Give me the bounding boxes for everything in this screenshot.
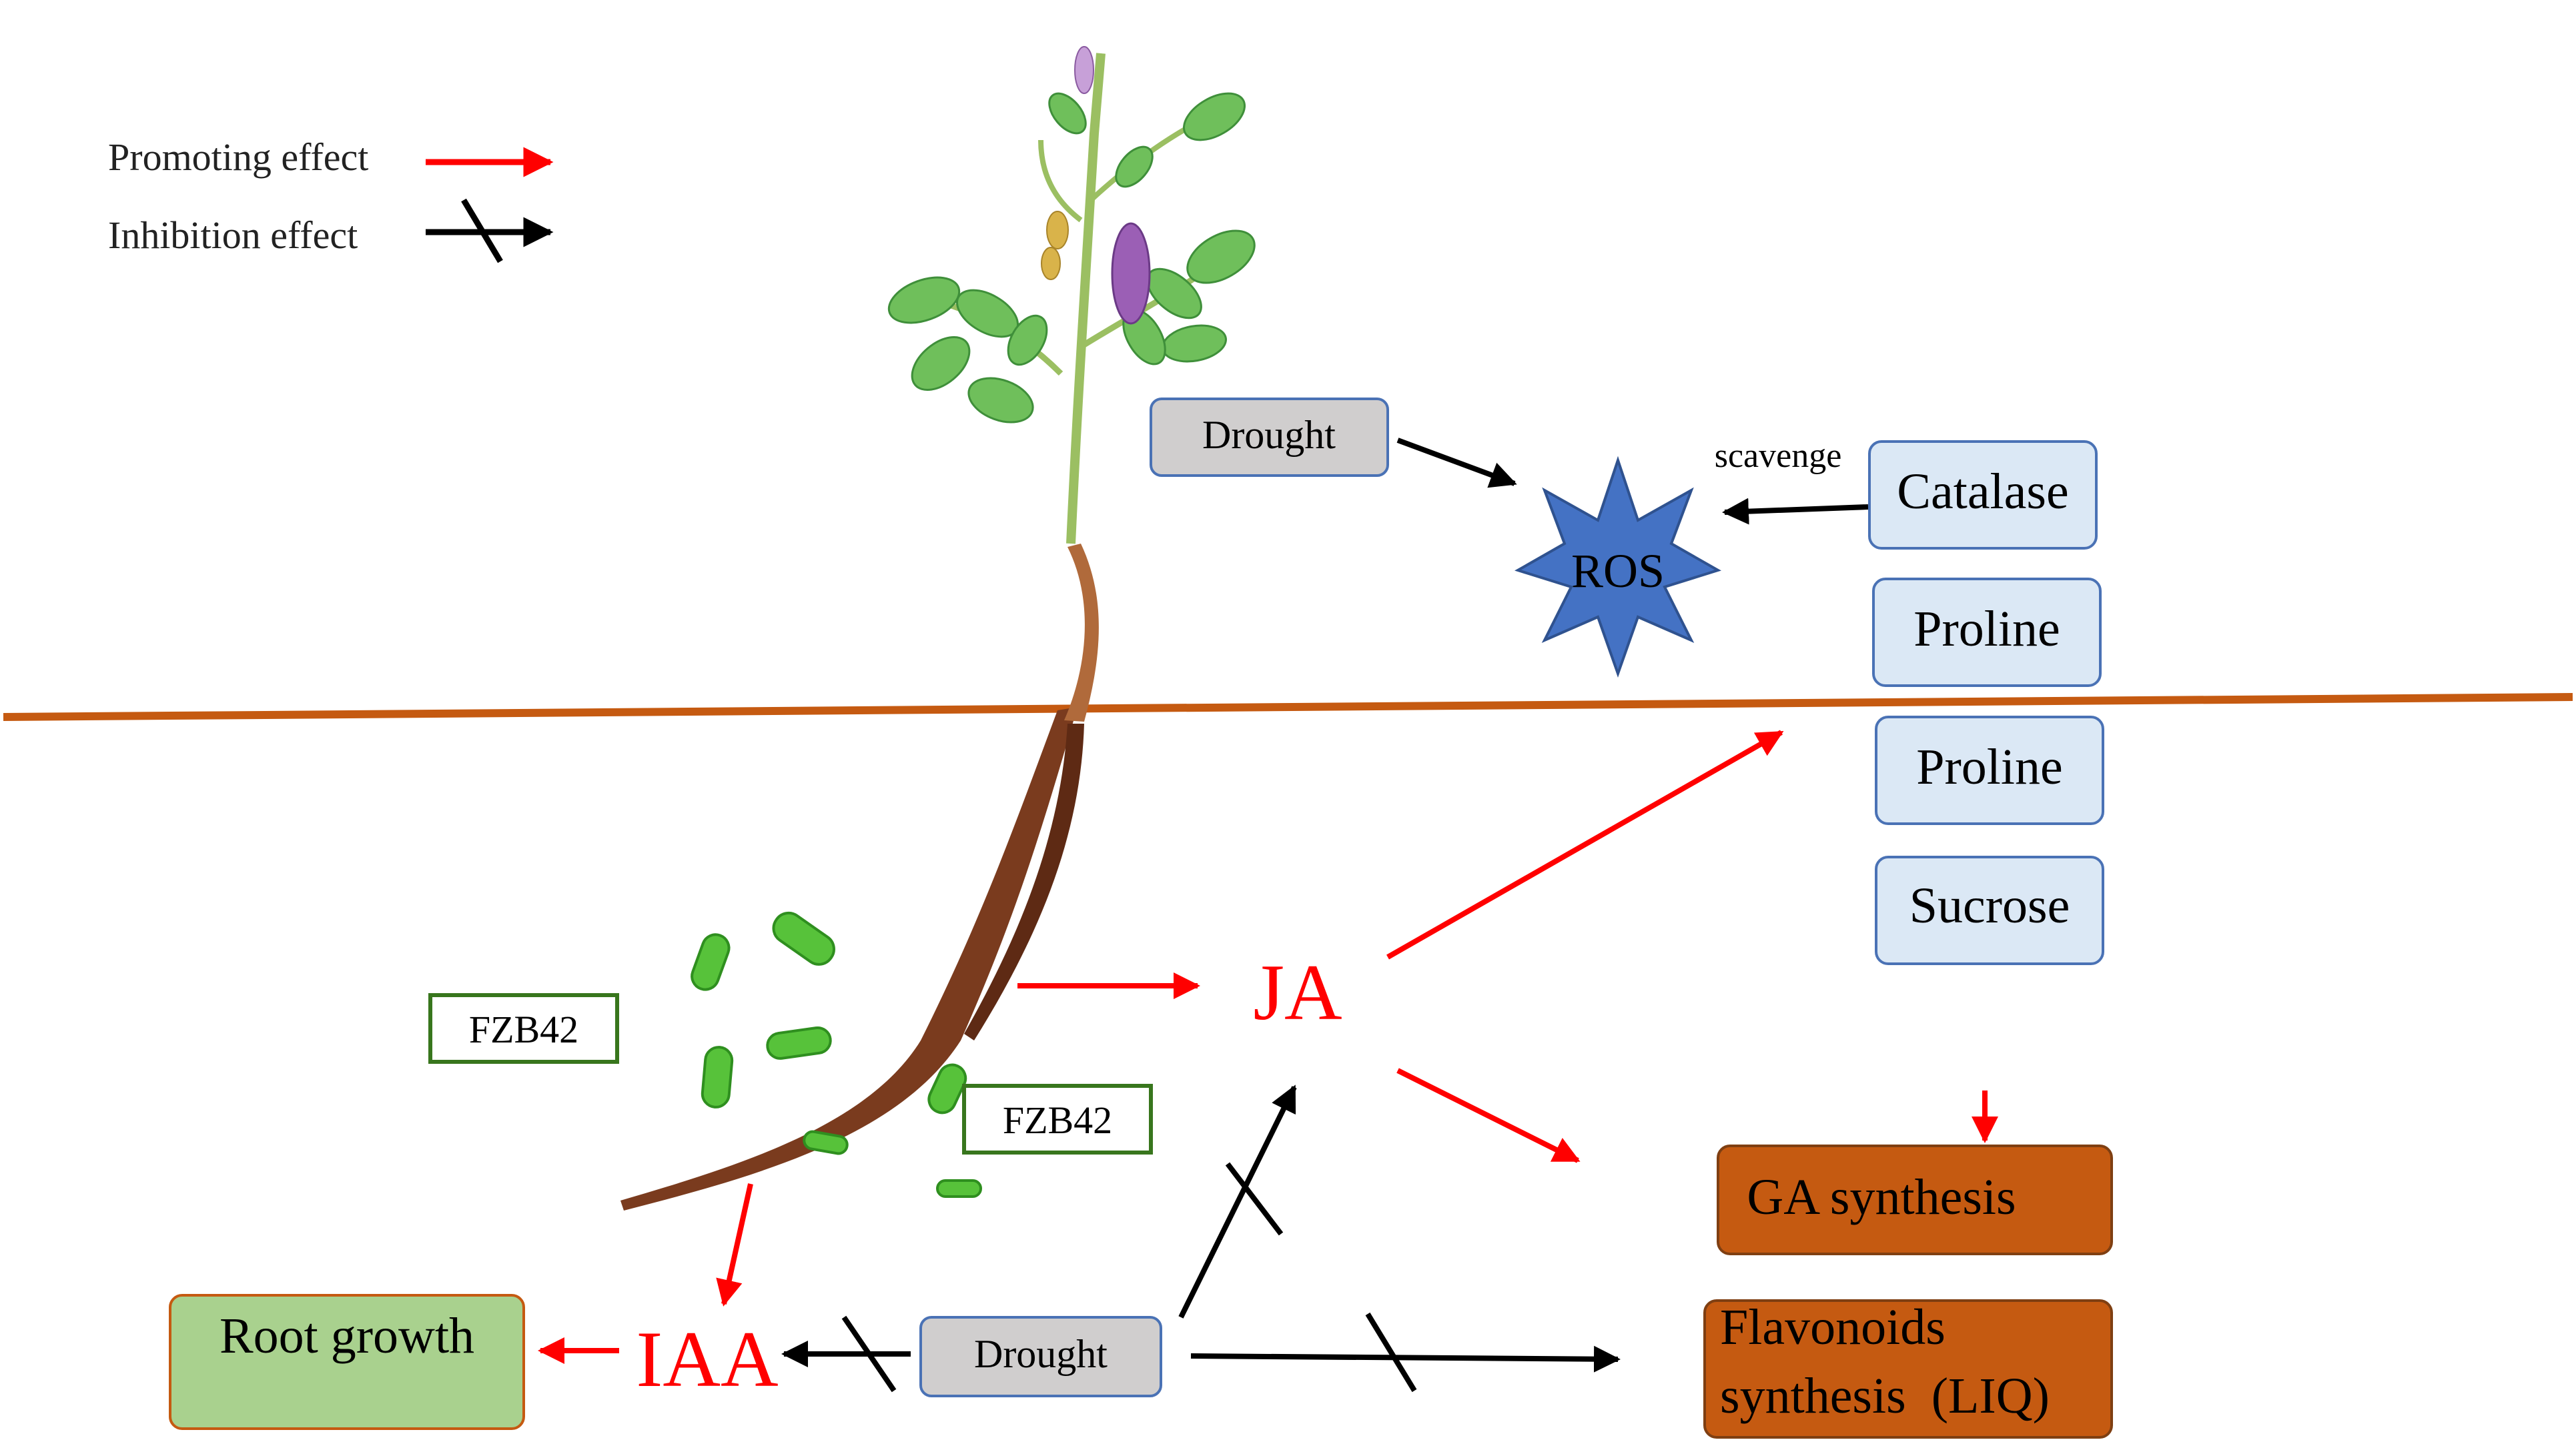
ros-star [1515, 456, 1721, 678]
arrow-drought-to-ros [1396, 438, 1517, 488]
proline-lower-node: Proline [1875, 716, 2104, 825]
plant-branch-upper-left [1038, 139, 1083, 223]
arrow-catalase-to-ros [1722, 498, 1869, 525]
plant-stem [1066, 53, 1106, 544]
inhibit-bar-drought-ja [1225, 1162, 1284, 1236]
bacterium [927, 1063, 967, 1115]
arrow-ja-to-ga [1396, 1068, 1581, 1163]
plant-illustration [620, 46, 1256, 1211]
bacterium [691, 933, 731, 991]
root-growth-node: Root growth [169, 1294, 525, 1430]
scavenge-label: scavenge [1715, 437, 1842, 475]
legend: Promoting effect Inhibition effect [108, 135, 554, 263]
iaa-text: IAA [636, 1315, 778, 1403]
fzb42-left-text: FZB42 [469, 1008, 578, 1051]
legend-inhibition-label: Inhibition effect [108, 213, 358, 257]
ros-node: ROS [1515, 456, 1721, 678]
bacterium [766, 1026, 832, 1060]
bacteria-cluster [691, 911, 982, 1198]
inhibit-bar-drought-iaa [841, 1315, 897, 1393]
arrow-root-to-iaa [716, 1183, 753, 1307]
arrow-ja-to-proline [1386, 730, 1784, 960]
root-growth-text: Root growth [220, 1308, 474, 1364]
proline-upper-node: Proline [1872, 578, 2102, 687]
catalase-text: Catalase [1897, 464, 2068, 520]
ground-line [3, 693, 2573, 721]
drought-bottom-text: Drought [974, 1332, 1108, 1376]
ja-text: JA [1253, 948, 1342, 1036]
legend-inhibition-bar [461, 198, 503, 263]
ros-text: ROS [1571, 544, 1665, 598]
catalase-node: Catalase [1868, 440, 2098, 550]
proline-upper-text: Proline [1913, 601, 2060, 657]
drought-top-text: Drought [1202, 413, 1336, 457]
drought-top-node: Drought [1150, 398, 1389, 477]
sucrose-node: Sucrose [1875, 856, 2104, 965]
arrow-drought-to-ja [1178, 1085, 1297, 1319]
fzb42-label-right: FZB42 [962, 1084, 1153, 1155]
inhibit-bar-drought-flavonoids [1365, 1312, 1417, 1393]
plant-root-secondary [964, 724, 1084, 1040]
plant-root-main [620, 707, 1078, 1211]
bacterium [701, 1046, 734, 1109]
legend-promoting-label: Promoting effect [108, 135, 368, 179]
fzb42-right-text: FZB42 [1003, 1099, 1112, 1142]
plant-root-upper [1064, 544, 1099, 722]
arrow-drought-to-flavonoids [1190, 1345, 1621, 1373]
flavonoids-line2-text: synthesis (LIQ) [1720, 1368, 2050, 1424]
ga-synthesis-node: GA synthesis [1717, 1145, 2113, 1255]
sucrose-text: Sucrose [1909, 878, 2070, 934]
bacterium [803, 1130, 849, 1155]
plant-flowers [1041, 46, 1151, 325]
flavonoids-node: Flavonoids synthesis (LIQ) [1703, 1299, 2113, 1439]
bacterium [936, 1179, 982, 1198]
ga-synthesis-text: GA synthesis [1747, 1169, 2016, 1225]
bacterium [772, 911, 835, 966]
drought-bottom-node: Drought [919, 1316, 1162, 1397]
fzb42-label-left: FZB42 [428, 993, 619, 1064]
proline-lower-text: Proline [1916, 739, 2063, 795]
plant-leaves [887, 92, 1256, 424]
flavonoids-line1-text: Flavonoids [1720, 1299, 1946, 1355]
